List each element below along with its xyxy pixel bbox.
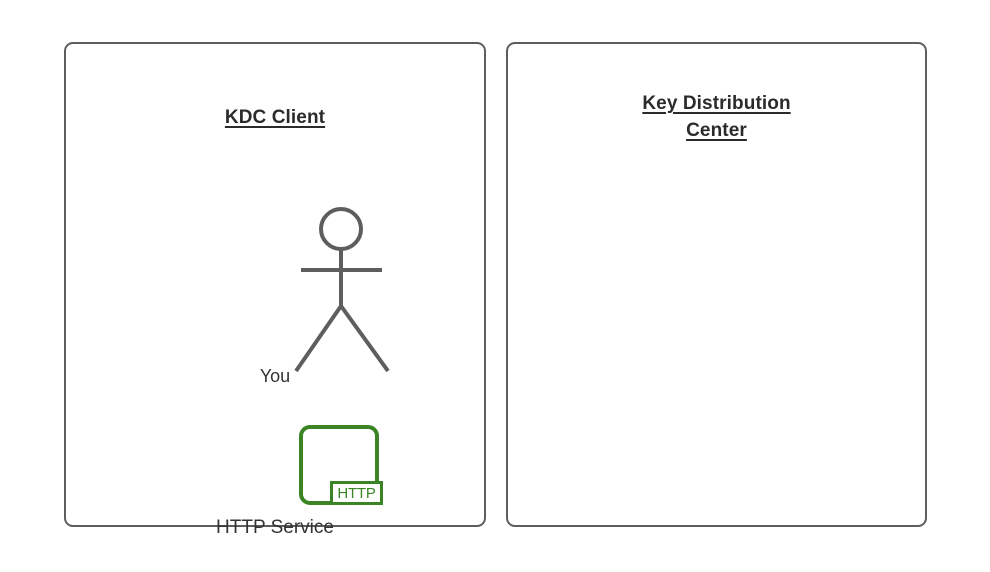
actor-label-you: You	[259, 366, 291, 386]
stick-figure-head	[319, 207, 363, 251]
panel-kdc-client-title-text: KDC Client	[224, 107, 326, 128]
http-service-icon: HTTP	[299, 425, 383, 509]
panel-key-distribution-center: Key Distribution Center Authentication S…	[506, 42, 927, 527]
http-service-label: HTTP Service	[216, 517, 334, 538]
panel-kdc-client: KDC Client You HTTP HTTP Service	[64, 42, 486, 538]
panel-kdc-title-line-2: Center	[686, 120, 747, 141]
stick-figure-leg-left	[294, 304, 343, 373]
panel-kdc-client-title: KDC Client	[66, 104, 484, 131]
panel-kdc-title-line-1: Key Distribution	[642, 93, 791, 114]
stick-figure-icon	[276, 202, 406, 377]
http-service-badge: HTTP	[330, 481, 383, 505]
panel-key-distribution-center-title: Key Distribution Center	[508, 90, 925, 144]
stick-figure-leg-right	[339, 304, 390, 373]
